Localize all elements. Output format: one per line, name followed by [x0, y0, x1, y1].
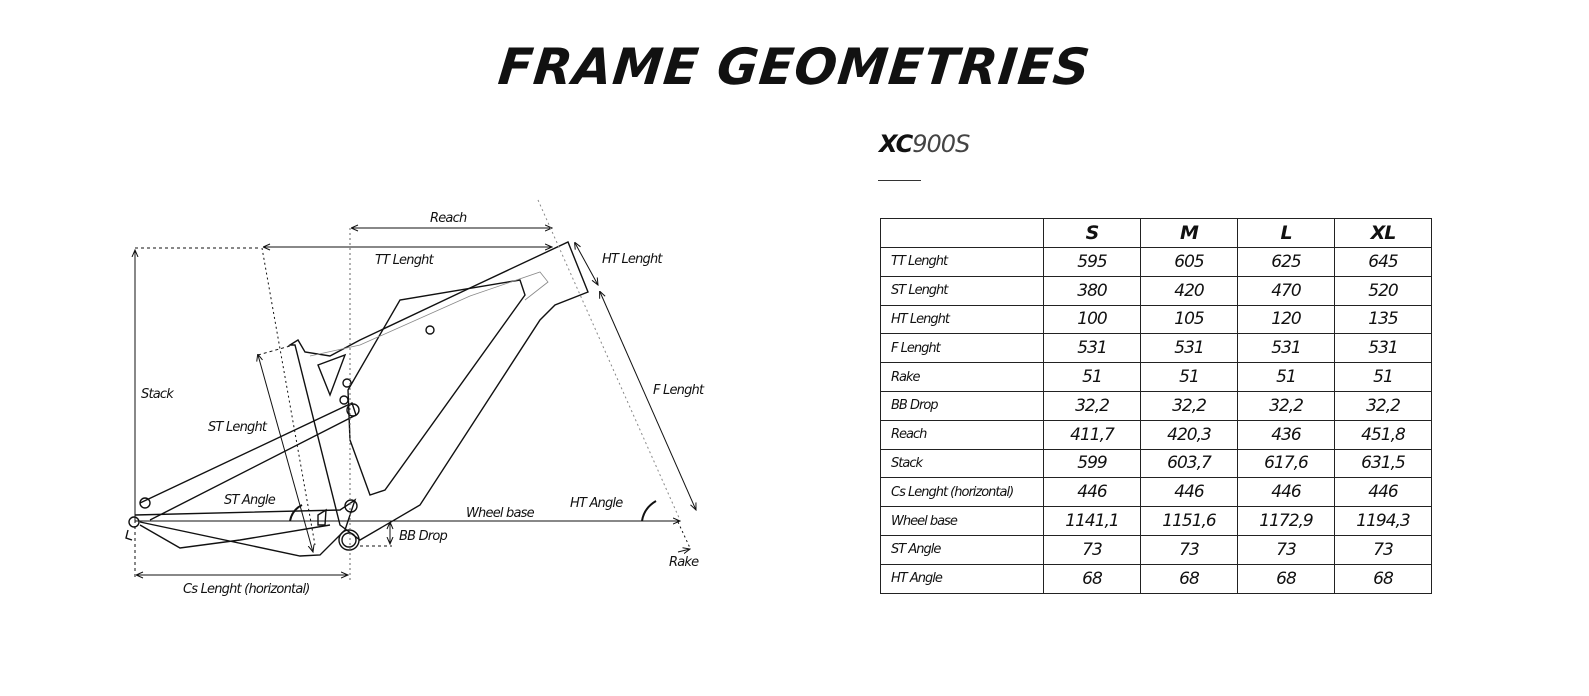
row-label: Cs Lenght (horizontal)	[880, 477, 1044, 508]
row-label: Reach	[880, 419, 1044, 450]
cell-value: 451,8	[1334, 419, 1432, 450]
cell-value: 436	[1237, 419, 1335, 450]
cell-value: 1172,9	[1237, 506, 1335, 536]
cell-value: 531	[1237, 333, 1335, 364]
row-label: F Lenght	[880, 333, 1044, 364]
label-stack: Stack	[141, 387, 174, 402]
cell-value: 617,6	[1237, 448, 1335, 479]
cell-value: 446	[1334, 477, 1432, 508]
cell-value: 446	[1140, 477, 1238, 508]
label-bb-drop: BB Drop	[399, 529, 447, 544]
row-label: Stack	[880, 448, 1044, 479]
cell-value: 625	[1237, 247, 1335, 277]
cell-value: 51	[1237, 362, 1335, 392]
header-empty	[880, 218, 1044, 248]
row-label: Rake	[880, 362, 1044, 392]
cell-value: 68	[1237, 563, 1335, 594]
header-size: L	[1237, 218, 1335, 248]
cell-value: 603,7	[1140, 448, 1238, 479]
cell-value: 531	[1140, 333, 1238, 364]
cell-value: 595	[1043, 247, 1141, 277]
frame-diagram: Reach TT Lenght HT Lenght Stack F Lenght…	[125, 199, 706, 597]
row-label: HT Lenght	[880, 304, 1044, 335]
label-wheelbase: Wheel base	[466, 506, 535, 521]
cell-value: 645	[1334, 247, 1432, 277]
header-size: XL	[1334, 218, 1432, 248]
cell-value: 631,5	[1334, 448, 1432, 479]
cell-value: 68	[1140, 563, 1238, 594]
cell-value: 51	[1043, 362, 1141, 392]
cell-value: 1151,6	[1140, 506, 1238, 536]
label-st-length: ST Lenght	[208, 420, 268, 435]
cell-value: 531	[1043, 333, 1141, 364]
label-cs-length: Cs Lenght (horizontal)	[183, 582, 310, 597]
label-rake: Rake	[669, 555, 699, 570]
cell-value: 1194,3	[1334, 506, 1432, 536]
header-size: M	[1140, 218, 1238, 248]
table-header-row: S M L XL	[880, 218, 1432, 248]
model-prefix: XC	[879, 130, 913, 158]
cell-value: 120	[1237, 304, 1335, 335]
divider	[878, 180, 921, 181]
header-size: S	[1043, 218, 1141, 248]
cell-value: 32,2	[1334, 390, 1432, 421]
label-tt-length: TT Lenght	[375, 253, 435, 268]
cell-value: 605	[1140, 247, 1238, 277]
row-label: ST Lenght	[880, 275, 1044, 306]
cell-value: 531	[1334, 333, 1432, 364]
cell-value: 68	[1043, 563, 1141, 594]
cell-value: 446	[1237, 477, 1335, 508]
cell-value: 446	[1043, 477, 1141, 508]
cell-value: 135	[1334, 304, 1432, 335]
label-reach: Reach	[430, 211, 467, 226]
label-ht-angle: HT Angle	[570, 496, 623, 511]
dimension-lines	[135, 199, 696, 580]
cell-value: 73	[1043, 534, 1141, 565]
row-label: ST Angle	[880, 534, 1044, 565]
cell-value: 73	[1237, 534, 1335, 565]
row-label: BB Drop	[880, 390, 1044, 421]
cell-value: 32,2	[1237, 390, 1335, 421]
row-label: TT Lenght	[880, 247, 1044, 277]
cell-value: 420	[1140, 275, 1238, 306]
cell-value: 470	[1237, 275, 1335, 306]
cell-value: 1141,1	[1043, 506, 1141, 536]
row-label: Wheel base	[880, 506, 1044, 536]
cell-value: 32,2	[1140, 390, 1238, 421]
label-f-length: F Lenght	[653, 383, 705, 398]
model-name: XC900S	[879, 130, 970, 158]
cell-value: 420,3	[1140, 419, 1238, 450]
cell-value: 32,2	[1043, 390, 1141, 421]
cell-value: 73	[1140, 534, 1238, 565]
cell-value: 520	[1334, 275, 1432, 306]
cell-value: 411,7	[1043, 419, 1141, 450]
cell-value: 100	[1043, 304, 1141, 335]
label-st-angle: ST Angle	[224, 493, 276, 508]
model-suffix: 900S	[912, 130, 970, 158]
cell-value: 51	[1140, 362, 1238, 392]
cell-value: 380	[1043, 275, 1141, 306]
frame-outline	[125, 241, 589, 557]
cell-value: 599	[1043, 448, 1141, 479]
label-ht-length: HT Lenght	[602, 252, 663, 267]
cell-value: 73	[1334, 534, 1432, 565]
cell-value: 51	[1334, 362, 1432, 392]
row-label: HT Angle	[880, 563, 1044, 594]
cell-value: 105	[1140, 304, 1238, 335]
cell-value: 68	[1334, 563, 1432, 594]
